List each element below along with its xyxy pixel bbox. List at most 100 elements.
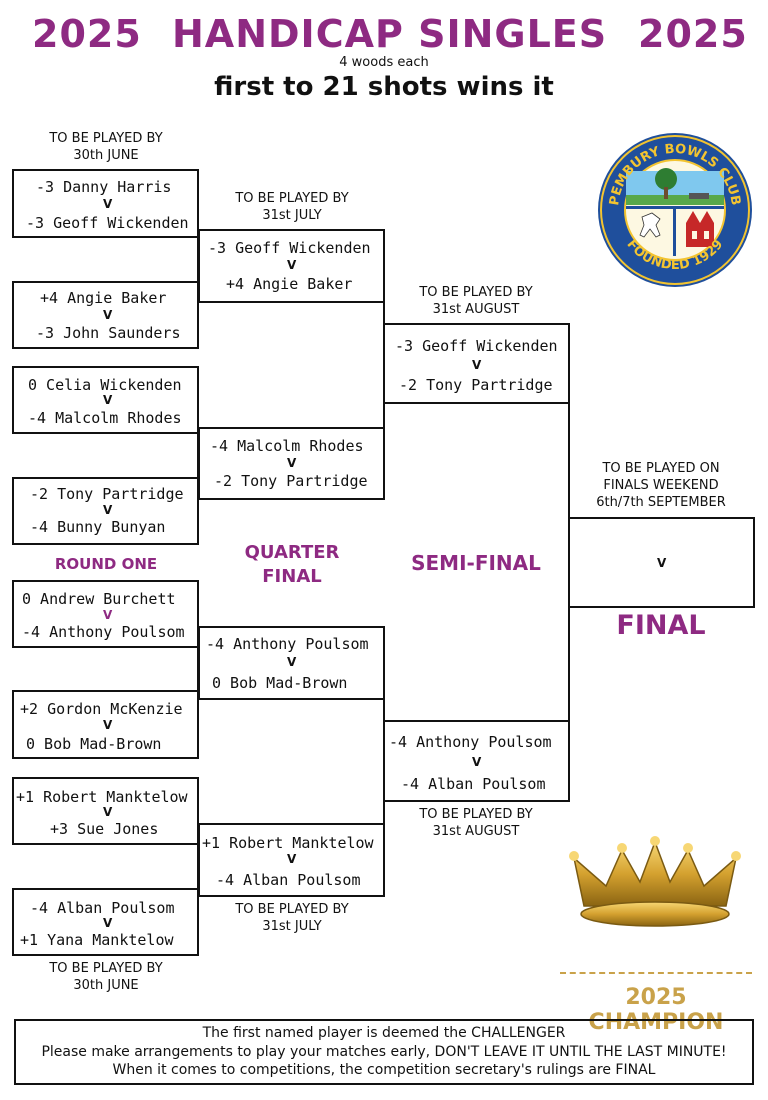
bracket-connector: [197, 614, 199, 725]
player-two: 0 Bob Mad-Brown: [212, 674, 348, 692]
quarter-label-line: QUARTER: [244, 542, 340, 563]
round-one-label: ROUND ONE: [54, 555, 158, 573]
semi-final-match: -4 Anthony Poulsom V -4 Alban Poulsom: [383, 720, 570, 802]
player-one: -2 Tony Partridge: [30, 485, 184, 503]
quarter-final-match: -4 Malcolm Rhodes V -2 Tony Partridge: [198, 427, 385, 500]
bracket-connector: [197, 203, 199, 315]
versus-label: V: [103, 608, 113, 622]
player-one: +1 Robert Manktelow: [16, 788, 188, 806]
player-one: -4 Anthony Poulsom: [389, 733, 552, 751]
round-one-match: +1 Robert Manktelow V +3 Sue Jones: [12, 777, 199, 845]
quarter-label-line: FINAL: [262, 566, 322, 587]
round-one-top-deadline: TO BE PLAYED BY 30th JUNE: [14, 130, 198, 164]
versus-label: V: [103, 308, 113, 322]
footer-line: Please make arrangements to play your ma…: [41, 1043, 727, 1060]
deadline-line: TO BE PLAYED BY: [49, 961, 163, 976]
win-rule: first to 21 shots wins it: [214, 72, 554, 102]
versus-label: V: [287, 655, 297, 669]
deadline-line: FINALS WEEKEND: [603, 478, 719, 493]
deadline-line: 31st AUGUST: [432, 824, 520, 839]
versus-label: V: [103, 805, 113, 819]
quarter-final-match: -4 Anthony Poulsom V 0 Bob Mad-Brown: [198, 626, 385, 700]
player-one: +1 Robert Manktelow: [202, 834, 374, 852]
versus-label: V: [103, 916, 113, 930]
deadline-line: 30th JUNE: [73, 148, 139, 163]
round-one-match: -4 Alban Poulsom V +1 Yana Manktelow: [12, 888, 199, 956]
deadline-line: TO BE PLAYED BY: [419, 285, 533, 300]
player-one: -3 Danny Harris: [36, 178, 172, 196]
quarter-top-deadline: TO BE PLAYED BY 31st JULY: [200, 190, 384, 224]
player-one: +4 Angie Baker: [40, 289, 167, 307]
crown-icon: [566, 836, 744, 932]
versus-label: V: [472, 358, 482, 372]
champion-label: 2025 CHAMPION: [588, 985, 724, 1035]
versus-label: V: [103, 197, 113, 211]
round-one-match: 0 Celia Wickenden V -4 Malcolm Rhodes: [12, 366, 199, 434]
player-one: -4 Anthony Poulsom: [206, 635, 369, 653]
club-logo: PEMBURY BOWLS CLUB FOUNDED 1929: [596, 131, 754, 289]
player-two: -4 Bunny Bunyan: [30, 518, 166, 536]
deadline-line: TO BE PLAYED BY: [235, 191, 349, 206]
bracket-connector: [383, 663, 385, 860]
player-two: -2 Tony Partridge: [399, 376, 553, 394]
player-one: -3 Geoff Wickenden: [208, 239, 371, 257]
player-two: -4 Alban Poulsom: [401, 775, 546, 793]
semi-top-deadline: TO BE PLAYED BY 31st AUGUST: [384, 284, 568, 318]
round-one-match: +4 Angie Baker V -3 John Saunders: [12, 281, 199, 349]
round-one-match: +2 Gordon McKenzie V 0 Bob Mad-Brown: [12, 690, 199, 759]
deadline-line: TO BE PLAYED BY: [419, 807, 533, 822]
deadline-line: 31st JULY: [262, 208, 322, 223]
deadline-line: TO BE PLAYED BY: [49, 131, 163, 146]
quarter-bottom-deadline: TO BE PLAYED BY 31st JULY: [200, 901, 384, 935]
quarter-final-match: +1 Robert Manktelow V -4 Alban Poulsom: [198, 823, 385, 897]
year-right: 2025: [638, 12, 748, 56]
player-two: -3 Geoff Wickenden: [26, 214, 189, 232]
player-two: -4 Malcolm Rhodes: [28, 409, 182, 427]
deadline-line: 31st AUGUST: [432, 302, 520, 317]
player-two: -4 Alban Poulsom: [216, 871, 361, 889]
round-one-match: 0 Andrew Burchett V -4 Anthony Poulsom: [12, 580, 199, 648]
year-left: 2025: [32, 12, 142, 56]
rules-footer: The first named player is deemed the CHA…: [14, 1019, 754, 1085]
deadline-line: 30th JUNE: [73, 978, 139, 993]
deadline-line: TO BE PLAYED BY: [235, 902, 349, 917]
player-two: -4 Anthony Poulsom: [22, 623, 185, 641]
player-one: 0 Andrew Burchett: [22, 590, 176, 608]
versus-label: V: [472, 755, 482, 769]
footer-line: The first named player is deemed the CHA…: [202, 1025, 566, 1041]
semi-final-match: -3 Geoff Wickenden V -2 Tony Partridge: [383, 323, 570, 404]
player-two: -3 John Saunders: [36, 324, 181, 342]
bracket-connector: [197, 400, 199, 511]
deadline-line: TO BE PLAYED ON: [602, 461, 720, 476]
versus-label: V: [287, 852, 297, 866]
bracket-connector: [197, 811, 199, 922]
final-label: FINAL: [616, 610, 706, 641]
page-header: 2025 HANDICAP SINGLES 2025: [0, 12, 768, 60]
quarter-final-label: QUARTER FINAL: [200, 541, 384, 589]
versus-label: V: [287, 258, 297, 272]
bracket-connector: [568, 363, 570, 761]
semi-bottom-deadline: TO BE PLAYED BY 31st AUGUST: [384, 806, 568, 840]
versus-label: V: [657, 556, 667, 570]
page-title: HANDICAP SINGLES: [172, 12, 608, 56]
final-match: V: [568, 517, 755, 608]
champion-divider: [560, 972, 752, 974]
deadline-line: 6th/7th SEPTEMBER: [596, 495, 726, 510]
player-two: +3 Sue Jones: [50, 820, 159, 838]
player-one: 0 Celia Wickenden: [28, 376, 182, 394]
semi-final-label: SEMI-FINAL: [411, 551, 541, 575]
bracket-connector: [383, 266, 385, 464]
quarter-final-match: -3 Geoff Wickenden V +4 Angie Baker: [198, 229, 385, 303]
versus-label: V: [103, 503, 113, 517]
player-one: +2 Gordon McKenzie: [20, 700, 183, 718]
player-one: -4 Alban Poulsom: [30, 899, 175, 917]
player-one: -3 Geoff Wickenden: [395, 337, 558, 355]
player-two: 0 Bob Mad-Brown: [26, 735, 162, 753]
player-two: +4 Angie Baker: [226, 275, 353, 293]
player-two: +1 Yana Manktelow: [20, 931, 174, 949]
versus-label: V: [103, 393, 113, 407]
woods-note: 4 woods each: [339, 55, 429, 70]
player-two: -2 Tony Partridge: [214, 472, 368, 490]
footer-line: When it comes to competitions, the compe…: [112, 1062, 656, 1078]
round-one-match: -2 Tony Partridge V -4 Bunny Bunyan: [12, 477, 199, 545]
